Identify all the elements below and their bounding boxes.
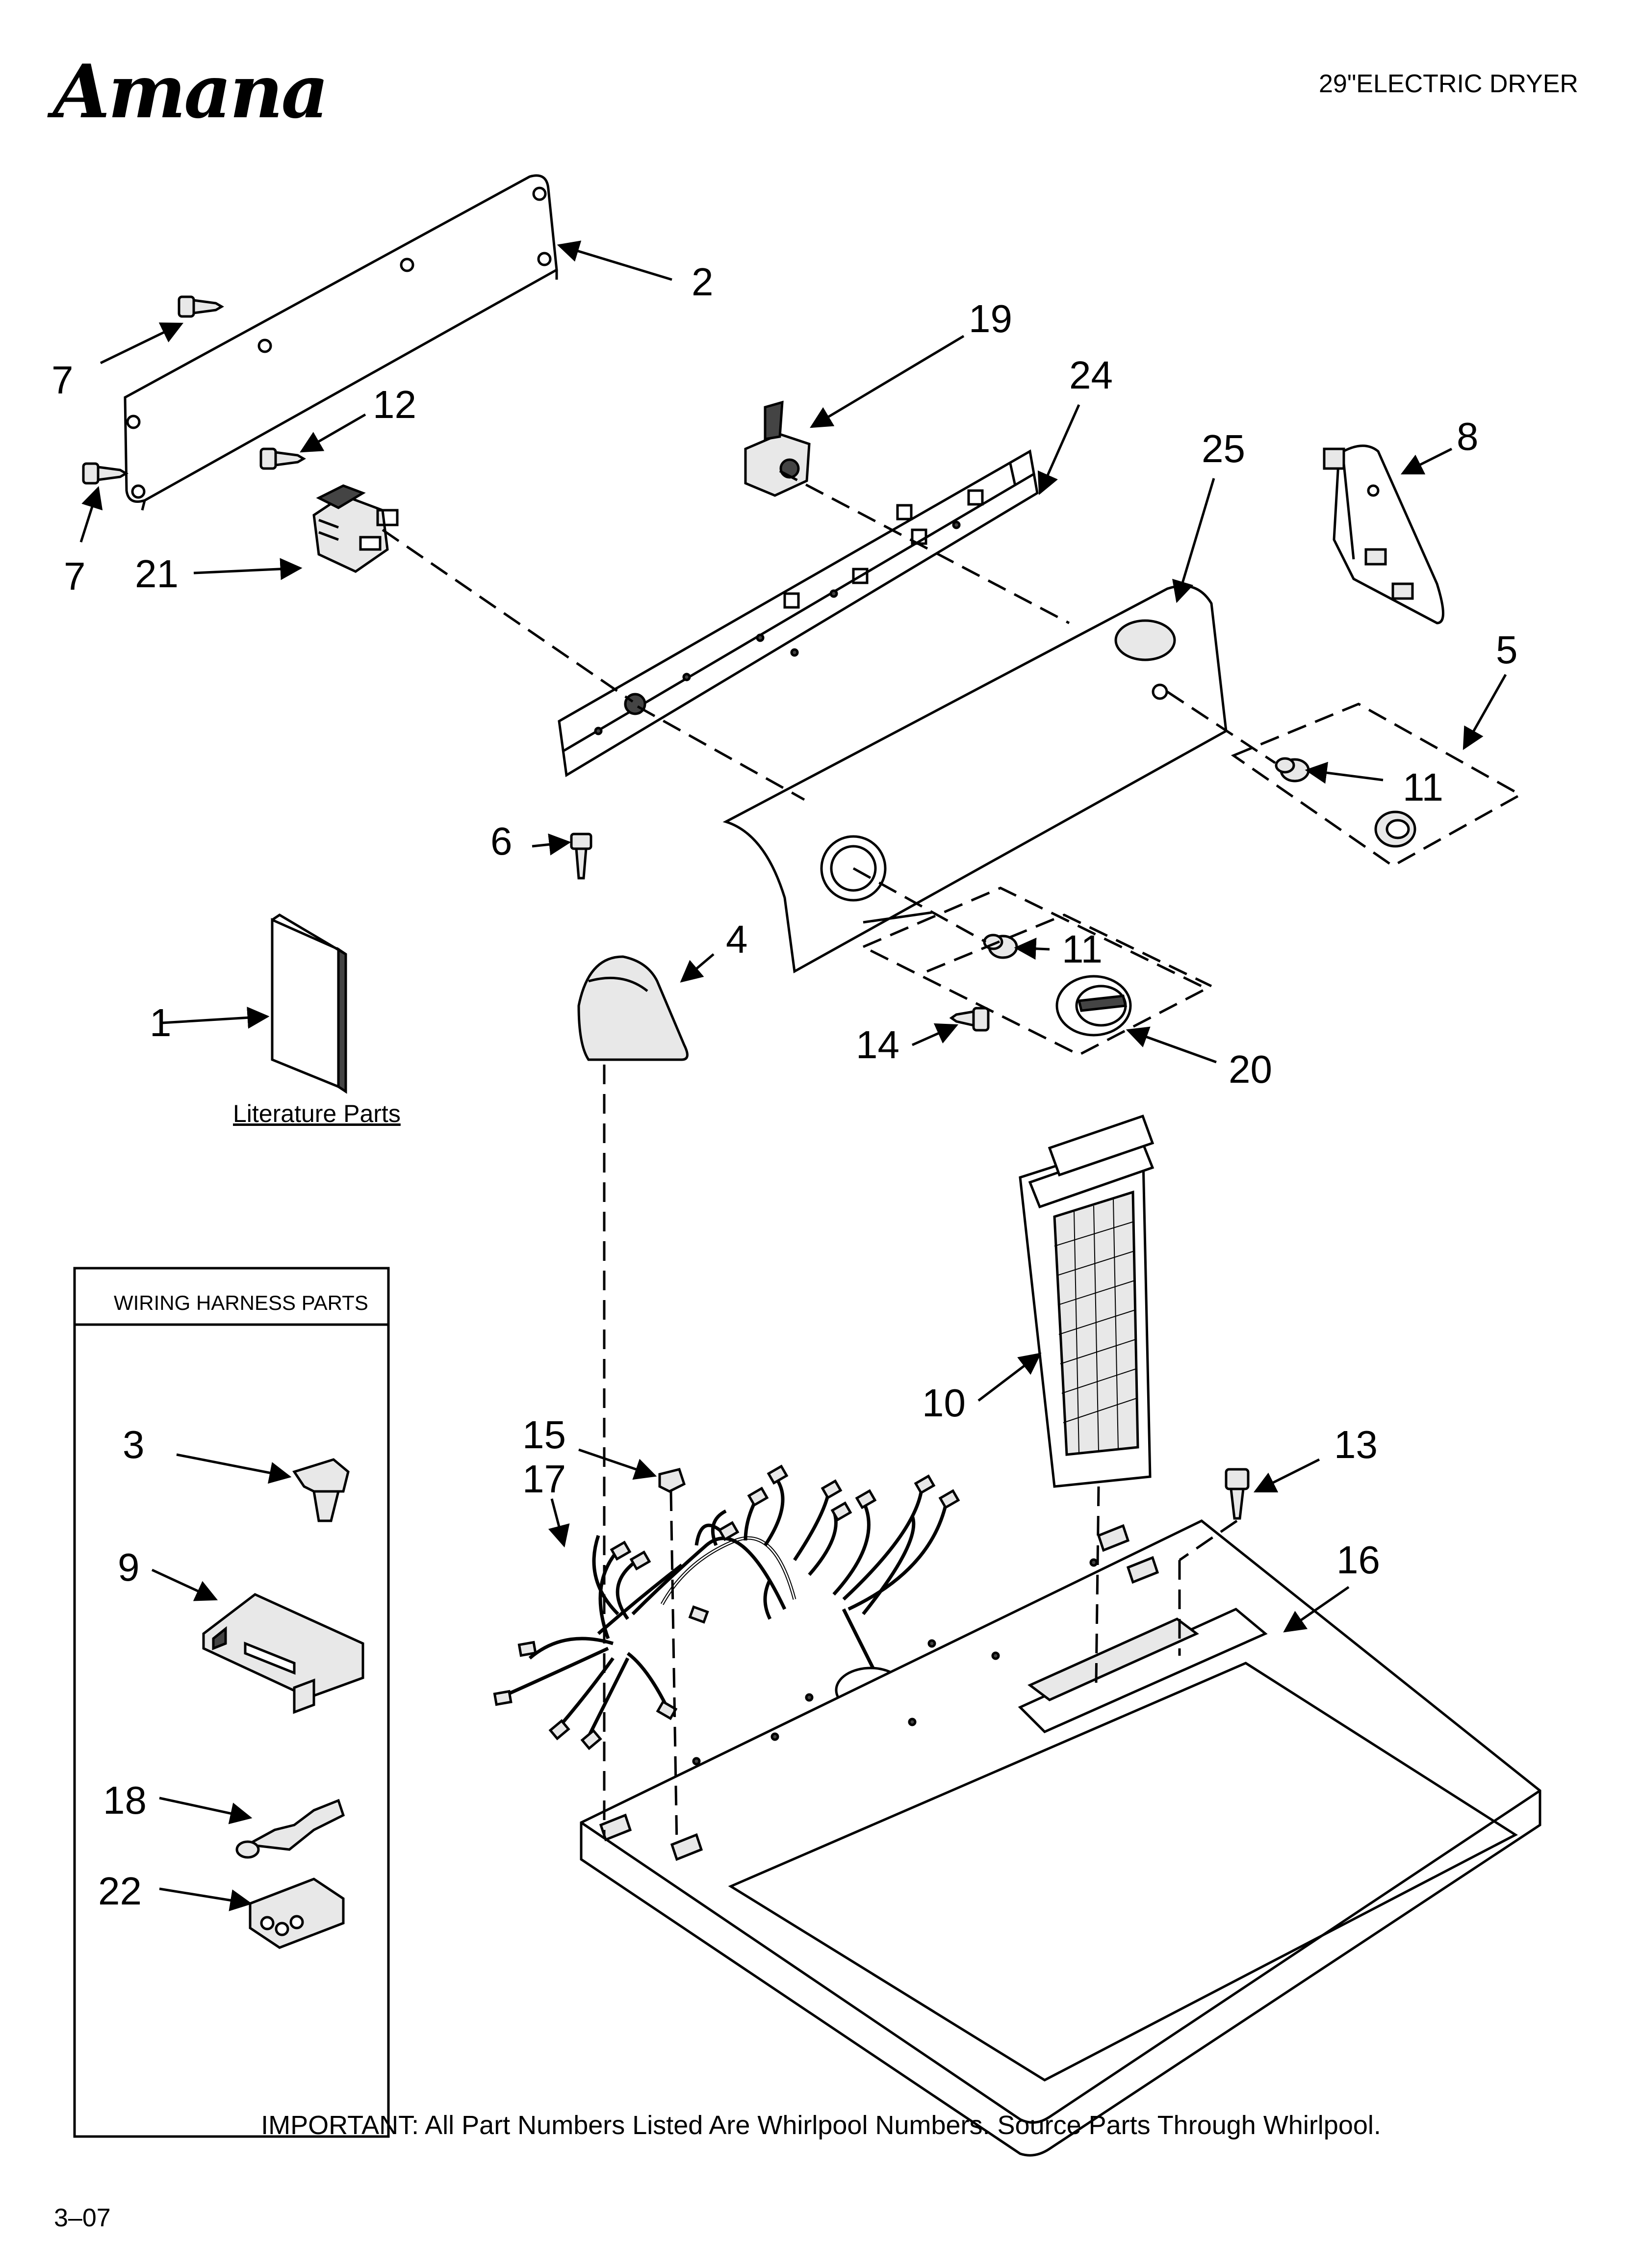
callout-14: 14 [856, 1023, 899, 1067]
part-14-screw [949, 1007, 990, 1032]
part-11-knob-clip-right [1275, 757, 1310, 782]
part-10-lint-screen [1019, 1114, 1155, 1488]
callout-3: 3 [123, 1423, 145, 1466]
callout-5: 5 [1496, 628, 1518, 672]
explode-lines [382, 469, 1523, 1845]
part-20-timer-knob [1055, 975, 1132, 1037]
part-7-screw-lower [82, 462, 128, 485]
literature-parts-label: Literature Parts [233, 1100, 401, 1127]
part-13-screw [1225, 1468, 1250, 1520]
part-24-control-mount-plate [558, 449, 1039, 778]
model-title: 29"ELECTRIC DRYER [1319, 70, 1578, 98]
part-25-console [722, 584, 1228, 973]
callout-16: 16 [1336, 1538, 1380, 1582]
callout-11-center: 11 [1062, 927, 1103, 971]
callout-7-lower: 7 [64, 554, 86, 598]
callout-19: 19 [969, 297, 1012, 340]
part-6-screw [570, 833, 592, 880]
callout-21: 21 [135, 552, 179, 596]
callout-22: 22 [98, 1869, 142, 1913]
part-4-console-endcap-left [577, 955, 689, 1061]
wiring-harness-parts-box [73, 1267, 390, 2138]
part-21-timer [312, 484, 399, 573]
part-7-screw-upper [178, 295, 224, 318]
part-5-push-button [1374, 810, 1416, 848]
part-19-switch [744, 400, 811, 497]
callout-6: 6 [490, 819, 513, 863]
part-1-literature [271, 913, 347, 1094]
callout-17: 17 [522, 1457, 566, 1501]
callout-1: 1 [150, 1001, 172, 1044]
part-8-console-endcap-right [1323, 444, 1444, 625]
callout-7-upper: 7 [51, 358, 74, 402]
callout-8: 8 [1457, 415, 1479, 458]
callout-2: 2 [692, 260, 714, 304]
important-note: IMPORTANT: All Part Numbers Listed Are W… [261, 2111, 1381, 2140]
callout-18: 18 [103, 1778, 147, 1822]
callout-10: 10 [922, 1381, 966, 1425]
callout-20: 20 [1229, 1047, 1272, 1091]
revision-code: 3–07 [54, 2204, 111, 2232]
callout-25: 25 [1202, 427, 1245, 470]
part-16-dryer-top [580, 1519, 1541, 2157]
part-12-screw [259, 447, 306, 470]
brand-logo: Amana [53, 49, 329, 135]
part-15-clip [658, 1468, 686, 1493]
callout-13: 13 [1334, 1423, 1378, 1466]
leader-arrows [79, 240, 1507, 1911]
wiring-harness-box-title: WIRING HARNESS PARTS [114, 1291, 368, 1314]
callout-11-right: 11 [1403, 765, 1444, 809]
callout-15: 15 [522, 1413, 566, 1457]
part-2-rear-bracket [124, 174, 558, 511]
callout-24: 24 [1069, 353, 1113, 397]
callout-12: 12 [373, 383, 416, 426]
callout-9: 9 [118, 1545, 140, 1589]
callout-4: 4 [726, 917, 748, 961]
